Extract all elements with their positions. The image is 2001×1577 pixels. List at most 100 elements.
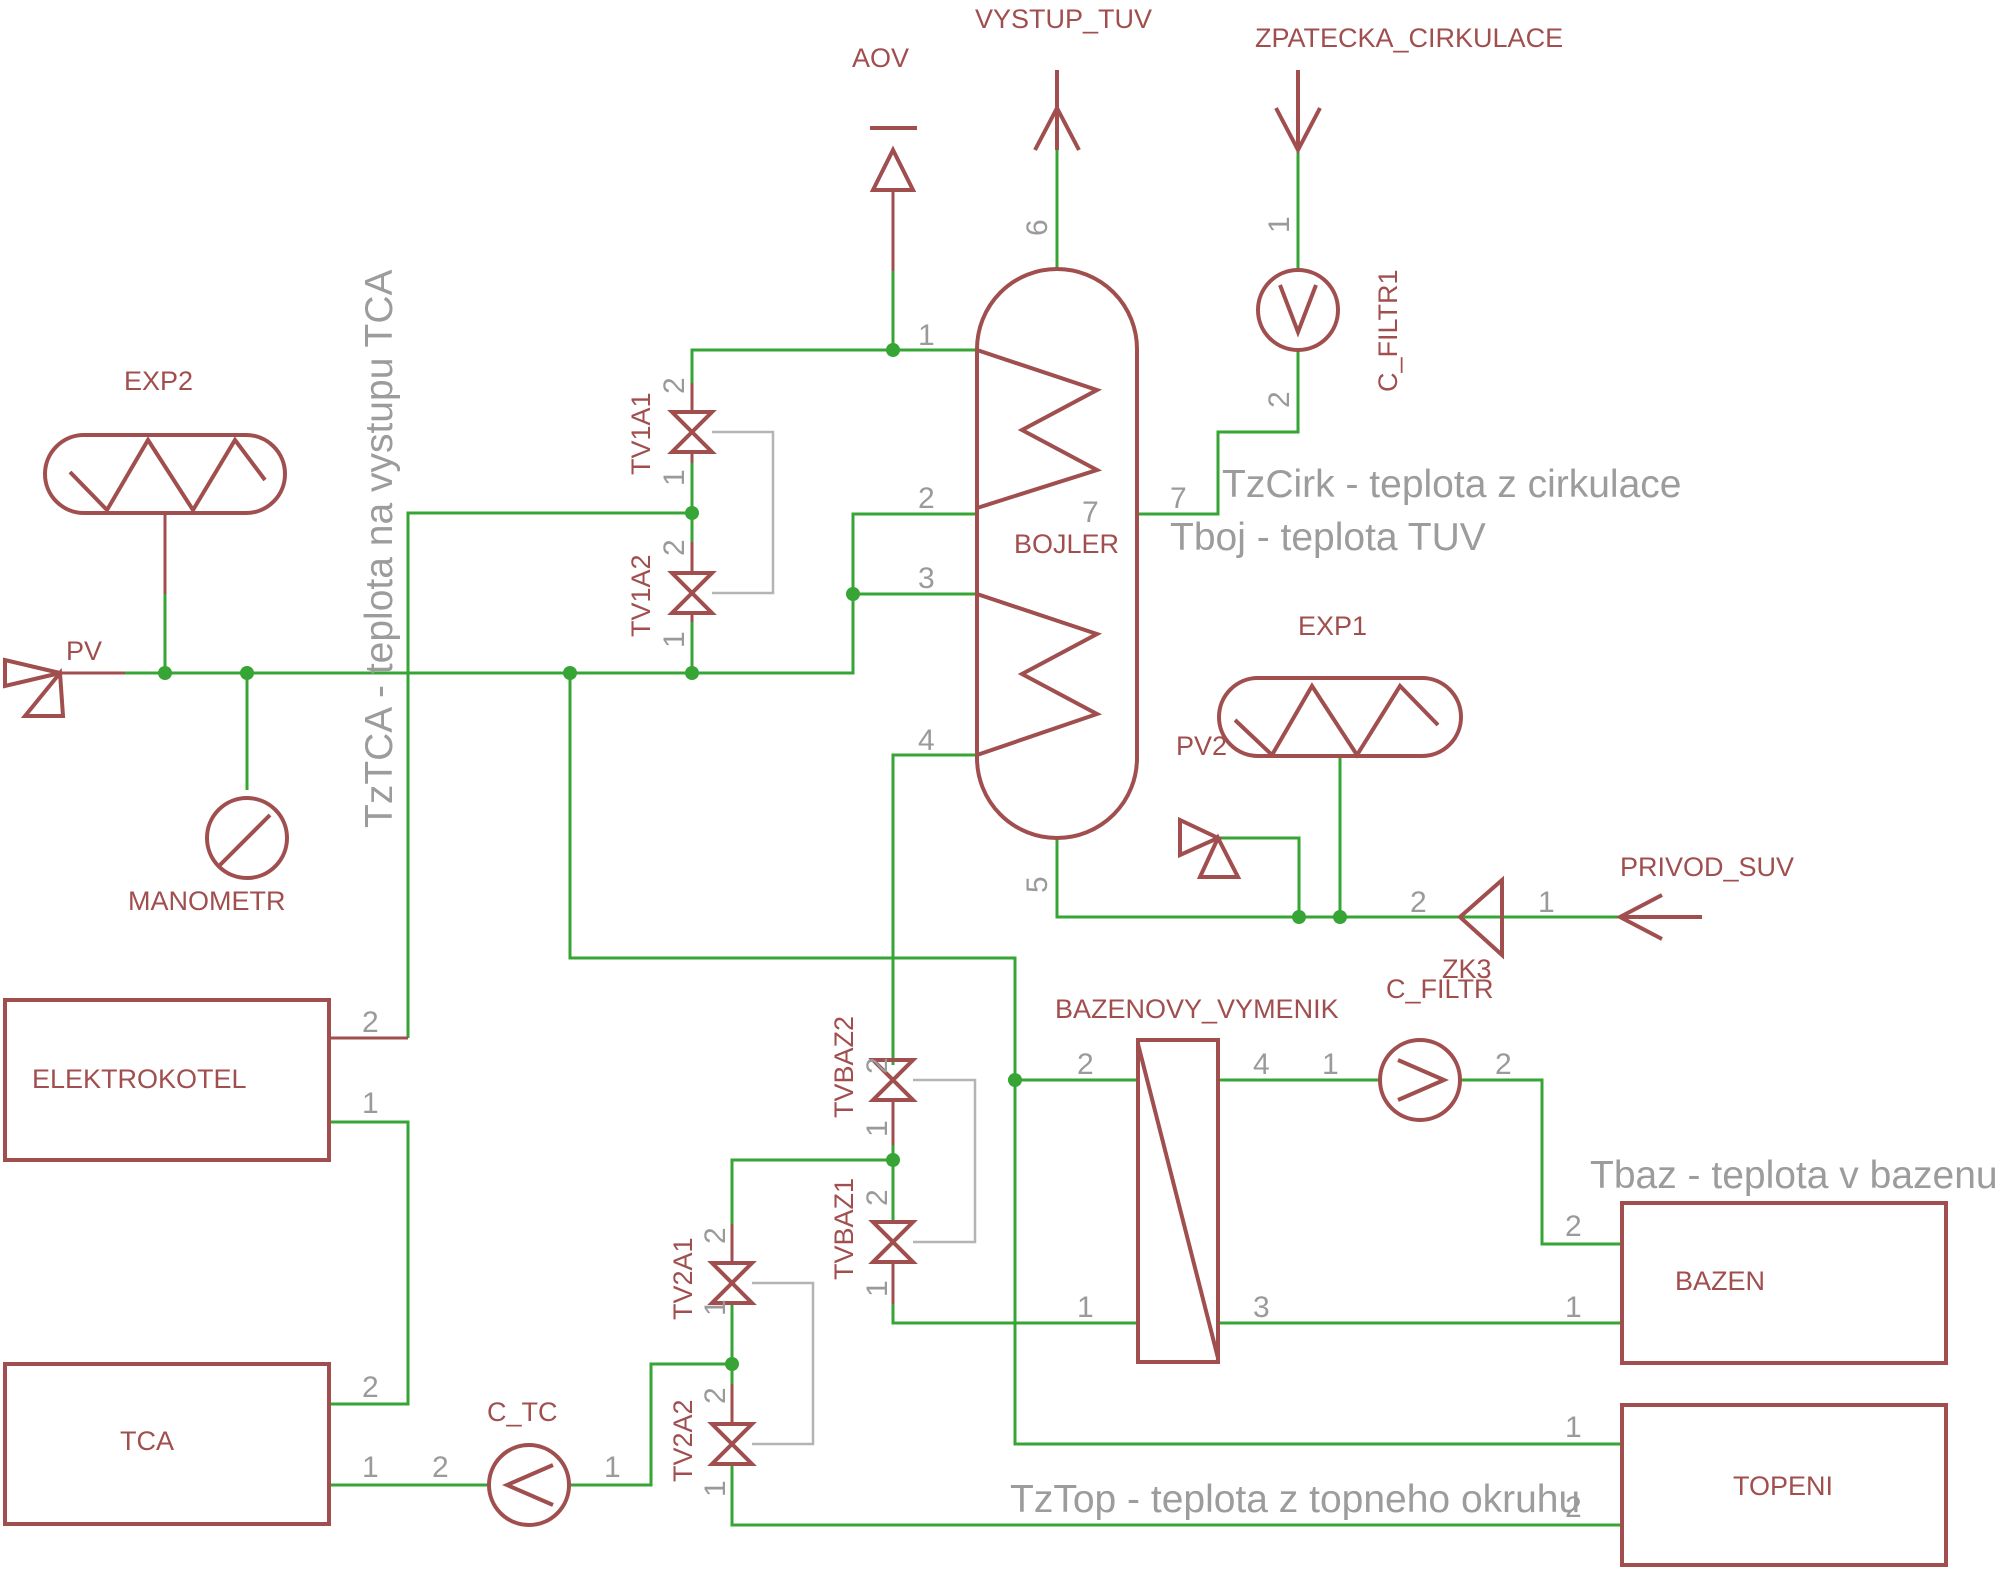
label-tvbaz1: TVBAZ1 bbox=[829, 1178, 859, 1280]
label-zk3: ZK3 bbox=[1442, 954, 1492, 984]
label-pv2: PV2 bbox=[1176, 731, 1227, 761]
pin-number: 2 bbox=[362, 1371, 379, 1404]
label-aov: AOV bbox=[852, 43, 909, 73]
wire-tvbaz1-vym1 bbox=[891, 1304, 1138, 1325]
label-bazen: BAZEN bbox=[1675, 1266, 1765, 1296]
pin-number: 1 bbox=[604, 1451, 621, 1484]
junction-dot bbox=[846, 587, 860, 601]
pin-number: 1 bbox=[658, 469, 691, 486]
label-exp2: EXP2 bbox=[124, 366, 193, 396]
label-bazenovy-vymenik: BAZENOVY_VYMENIK bbox=[1055, 994, 1339, 1024]
junction-dot bbox=[1292, 910, 1306, 924]
label-c-tc: C_TC bbox=[487, 1397, 558, 1427]
pin-number: 1 bbox=[1263, 216, 1296, 233]
aov-symbol bbox=[869, 126, 917, 271]
manometr-gauge bbox=[205, 796, 289, 880]
pin-number: 2 bbox=[1495, 1048, 1512, 1081]
pin-number: 1 bbox=[362, 1451, 379, 1484]
zk3-check-valve bbox=[1456, 875, 1504, 960]
pin-number: 1 bbox=[918, 319, 935, 352]
label-tca: TCA bbox=[120, 1426, 174, 1456]
c-filtr-pump bbox=[1378, 1038, 1462, 1122]
junction-dot bbox=[725, 1357, 739, 1371]
label-tv1a1: TV1A1 bbox=[626, 392, 656, 475]
pin-number: 2 bbox=[699, 1387, 732, 1404]
wire-bojler-5 bbox=[1055, 838, 1542, 919]
bojler-tank bbox=[975, 267, 1139, 840]
pin-number: 2 bbox=[1565, 1491, 1582, 1524]
junction-dot bbox=[240, 666, 254, 680]
tv1a-link bbox=[712, 430, 775, 595]
junction-dot bbox=[886, 1153, 900, 1167]
pin-number: 1 bbox=[1538, 886, 1555, 919]
wire-bojler-2 bbox=[851, 512, 977, 594]
pin-number: 5 bbox=[1021, 876, 1054, 893]
label-manometr: MANOMETR bbox=[128, 886, 286, 916]
label-topeni: TOPENI bbox=[1733, 1471, 1833, 1501]
tv2a-link bbox=[752, 1281, 815, 1446]
pin-number: 2 bbox=[432, 1451, 449, 1484]
junction-dot bbox=[563, 666, 577, 680]
pin-number: 1 bbox=[1322, 1048, 1339, 1081]
tv2a1-valve bbox=[707, 1224, 757, 1305]
pin-number: 4 bbox=[1253, 1048, 1270, 1081]
c-tc-pump bbox=[487, 1443, 571, 1527]
zpatecka-arrow bbox=[1274, 70, 1322, 155]
elektrokotel-box bbox=[3, 998, 331, 1162]
label-tvbaz2: TVBAZ2 bbox=[829, 1016, 859, 1118]
wire-bojler-4 bbox=[891, 753, 977, 1065]
wire-ctc-tv2a bbox=[570, 1362, 732, 1487]
junction-dot bbox=[1008, 1073, 1022, 1087]
pin-number: 1 bbox=[861, 1120, 894, 1137]
label-exp1: EXP1 bbox=[1298, 611, 1367, 641]
wire-ek1-tca2 bbox=[329, 1120, 410, 1406]
tvbaz1-valve bbox=[868, 1220, 918, 1304]
vystup-tuv-arrow bbox=[1033, 70, 1081, 151]
pin-number: 1 bbox=[658, 631, 691, 648]
label-pv: PV bbox=[66, 636, 102, 666]
bazen-box bbox=[1620, 1201, 1948, 1365]
junction-dot bbox=[158, 666, 172, 680]
note-tzcirk: TzCirk - teplota z cirkulace bbox=[1222, 463, 1681, 506]
pv-symbol bbox=[3, 657, 125, 718]
pin-number: 1 bbox=[362, 1087, 379, 1120]
label-privod-suv: PRIVOD_SUV bbox=[1620, 852, 1794, 882]
wire-tvbaz-tv2a bbox=[730, 1158, 893, 1224]
note-tztop: TzTop - teplota z topneho okruhu bbox=[1010, 1478, 1580, 1521]
wire-main-pv-line bbox=[125, 592, 977, 675]
pin-numbers: 1 2 3 4 5 6 7 7 1 2 2 1 2 1 2 1 2 4 1 3 … bbox=[362, 216, 1582, 1524]
junction-dot bbox=[685, 666, 699, 680]
junctions bbox=[158, 343, 1347, 1371]
privod-suv-arrow bbox=[1615, 893, 1702, 941]
pin-number: 2 bbox=[699, 1227, 732, 1244]
pin-number: 1 bbox=[861, 1280, 894, 1297]
tvbaz2-valve bbox=[868, 1058, 918, 1145]
label-bojler: BOJLER bbox=[1014, 529, 1119, 559]
pin-number: 1 bbox=[699, 1299, 732, 1316]
exp1-tank bbox=[1217, 676, 1463, 759]
topeni-box bbox=[1620, 1403, 1948, 1567]
tv1a2-valve bbox=[667, 542, 717, 622]
pin-number: 3 bbox=[1253, 1291, 1270, 1324]
pin-number: 7 bbox=[1082, 496, 1099, 529]
wire-filtr1-bojler7 bbox=[1137, 350, 1300, 516]
pin-number: 1 bbox=[1077, 1291, 1094, 1324]
component-labels: AOV VYSTUP_TUV ZPATECKA_CIRKULACE EXP2 E… bbox=[32, 4, 1833, 1501]
label-elektrokotel: ELEKTROKOTEL bbox=[32, 1064, 247, 1094]
wire-cf-bazen bbox=[1461, 1078, 1622, 1246]
note-tztca: TzTCA - teplota na vystupu TCA bbox=[358, 269, 401, 828]
pin-number: 1 bbox=[1565, 1291, 1582, 1324]
tv2a2-valve bbox=[707, 1384, 757, 1466]
label-tv2a2: TV2A2 bbox=[668, 1399, 698, 1482]
pin-number: 3 bbox=[918, 562, 935, 595]
tvbaz-link bbox=[913, 1078, 977, 1244]
wire-elektrokotel-2 bbox=[406, 511, 692, 1038]
pin-number: 7 bbox=[1170, 482, 1187, 515]
wire-tv1a-top bbox=[690, 348, 977, 383]
wires bbox=[125, 150, 1702, 1527]
junction-dot bbox=[886, 343, 900, 357]
exp2-tank bbox=[43, 433, 287, 594]
pin-number: 2 bbox=[861, 1057, 894, 1074]
junction-dot bbox=[685, 506, 699, 520]
